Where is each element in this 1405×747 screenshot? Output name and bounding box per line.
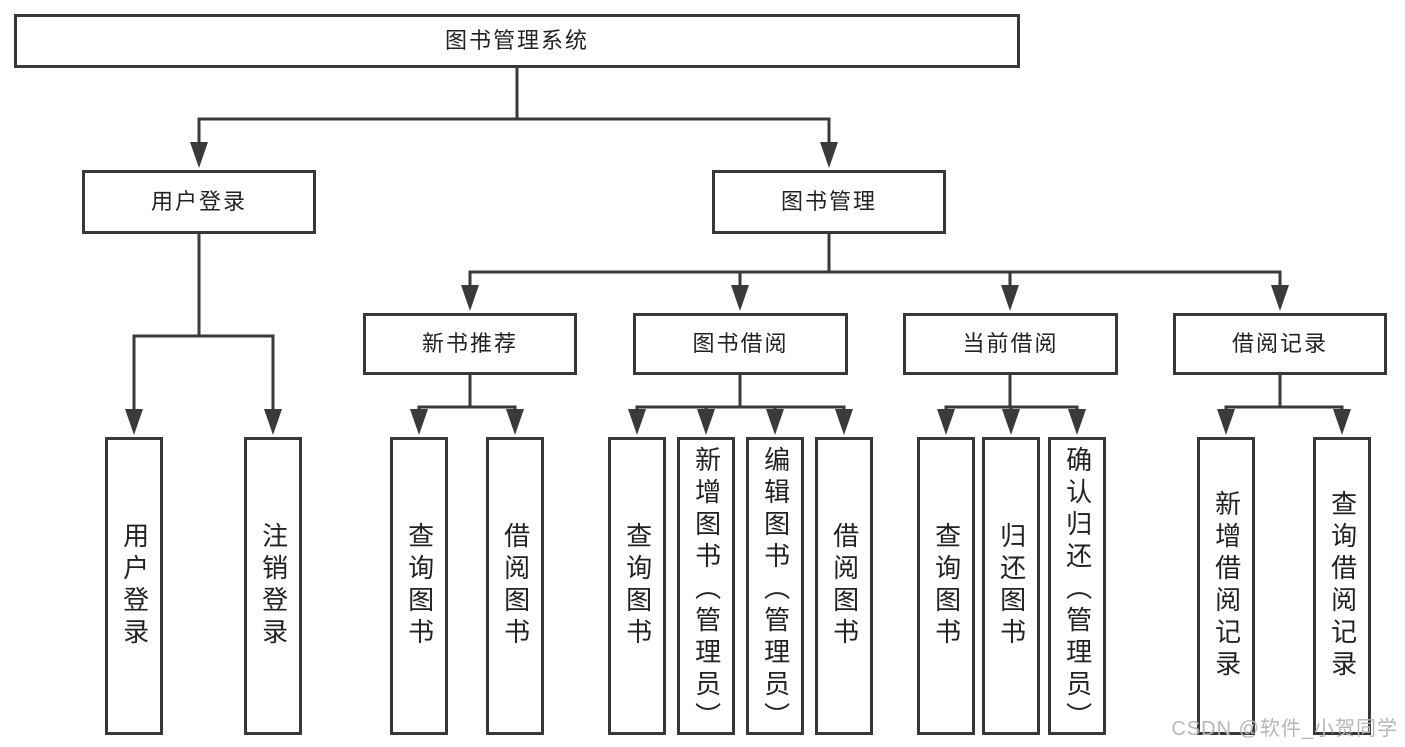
- node-leaf-confirm-return-admin: 确认归还（管理员）: [1048, 437, 1106, 735]
- node-leaf-borrow-books-recommend: 借阅图书: [486, 437, 544, 735]
- node-leaf-logout-login: 注销登录: [244, 437, 302, 735]
- arrow-down-icon: [835, 409, 853, 435]
- arrow-down-icon: [506, 409, 524, 435]
- arrow-down-icon: [731, 285, 749, 311]
- node-leaf-edit-books-admin: 编辑图书（管理员）: [746, 437, 804, 735]
- arrow-down-icon: [697, 409, 715, 435]
- arrow-down-icon: [1002, 409, 1020, 435]
- node-leaf-query-books-borrowing: 查询图书: [608, 437, 666, 735]
- node-book-borrowing: 图书借阅: [633, 313, 848, 375]
- node-user-login: 用户登录: [82, 170, 316, 234]
- node-root-system: 图书管理系统: [14, 14, 1020, 68]
- arrow-down-icon: [937, 409, 955, 435]
- node-leaf-user-login: 用户登录: [105, 437, 163, 735]
- arrow-down-icon: [1271, 285, 1289, 311]
- node-book-management: 图书管理: [712, 170, 946, 234]
- arrow-down-icon: [125, 409, 143, 435]
- node-leaf-query-books-current: 查询图书: [917, 437, 975, 735]
- arrow-down-icon: [766, 409, 784, 435]
- node-current-borrowing: 当前借阅: [903, 313, 1118, 375]
- arrow-down-icon: [1333, 409, 1351, 435]
- arrow-down-icon: [1217, 409, 1235, 435]
- node-leaf-return-books: 归还图书: [982, 437, 1040, 735]
- node-leaf-add-borrow-record: 新增借阅记录: [1197, 437, 1255, 735]
- arrow-down-icon: [1068, 409, 1086, 435]
- arrow-down-icon: [190, 142, 208, 168]
- node-new-book-recommend: 新书推荐: [363, 313, 577, 375]
- arrow-down-icon: [1001, 285, 1019, 311]
- node-leaf-query-books-recommend: 查询图书: [390, 437, 448, 735]
- arrow-down-icon: [264, 409, 282, 435]
- node-leaf-borrow-books-borrowing: 借阅图书: [815, 437, 873, 735]
- arrow-down-icon: [461, 285, 479, 311]
- node-leaf-query-borrow-record: 查询借阅记录: [1313, 437, 1371, 735]
- arrow-down-icon: [628, 409, 646, 435]
- watermark: CSDN @软件_小贺同学: [1171, 718, 1398, 740]
- node-borrowing-records: 借阅记录: [1173, 313, 1387, 375]
- arrow-down-icon: [820, 142, 838, 168]
- node-leaf-add-books-admin: 新增图书（管理员）: [677, 437, 735, 735]
- arrow-down-icon: [410, 409, 428, 435]
